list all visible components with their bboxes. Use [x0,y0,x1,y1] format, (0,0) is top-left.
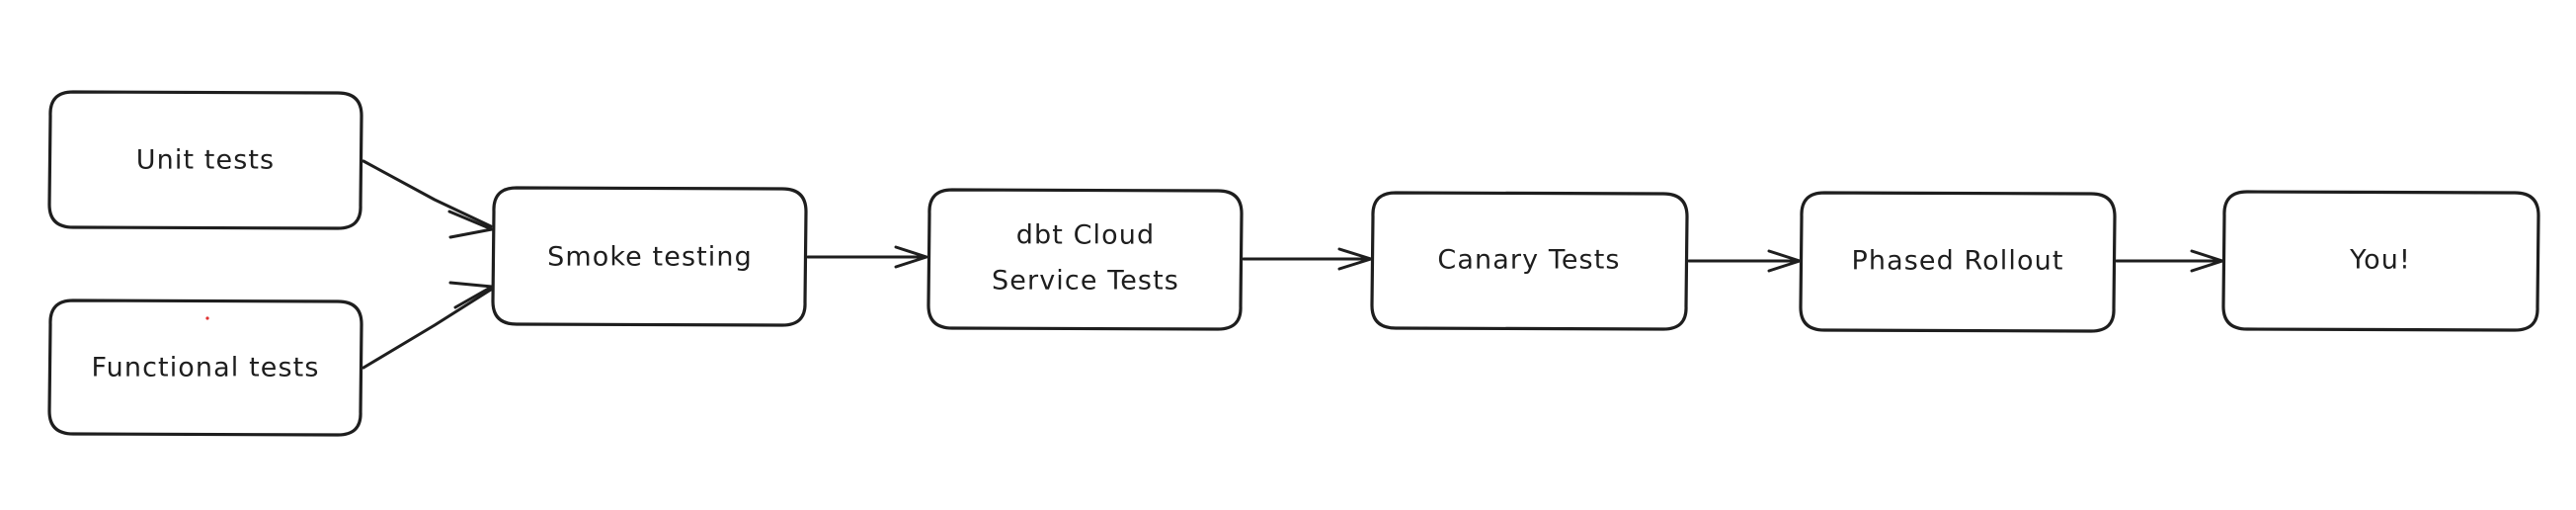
node-label-dbt-cloud: dbt Cloud [1016,220,1155,251]
edge-line [362,159,493,228]
arrowhead-icon [894,245,928,269]
stray-dot-icon [205,316,209,320]
edge-smoke-to-dbt[interactable] [806,245,928,269]
node-you[interactable]: You! [2221,190,2540,332]
node-outline [47,298,363,437]
node-label-smoke-testing: Smoke testing [547,242,753,273]
edge-line [362,288,493,370]
node-unit-tests[interactable]: Unit tests [47,90,363,230]
node-outline [926,188,1244,331]
node-label-you: You! [2349,245,2411,276]
edge-functional-to-smoke[interactable] [362,281,494,370]
node-canary-tests[interactable]: Canary Tests [1370,191,1689,331]
node-functional-tests[interactable]: Functional tests [47,298,363,437]
node-outline [1799,191,2117,333]
node-phased-rollout[interactable]: Phased Rollout [1799,191,2117,333]
edge-dbt-to-canary[interactable] [1242,247,1373,271]
node-label-functional-tests: Functional tests [92,353,320,383]
node-smoke-testing[interactable]: Smoke testing [491,186,808,327]
arrowhead-icon [447,210,494,239]
node-label-service-tests: Service Tests [992,266,1179,297]
node-outline [1370,191,1689,331]
node-outline [491,186,808,327]
node-outline [47,90,363,230]
edge-phased-to-you[interactable] [2115,249,2224,273]
node-outline [2221,190,2540,332]
node-label-unit-tests: Unit tests [136,145,275,176]
edge-unit-to-smoke[interactable] [362,159,494,239]
node-label-canary-tests: Canary Tests [1437,245,1620,276]
node-label-phased-rollout: Phased Rollout [1851,246,2063,277]
edge-canary-to-phased[interactable] [1687,249,1802,273]
node-dbt-cloud-service-tests[interactable]: dbt Cloud Service Tests [926,188,1244,331]
